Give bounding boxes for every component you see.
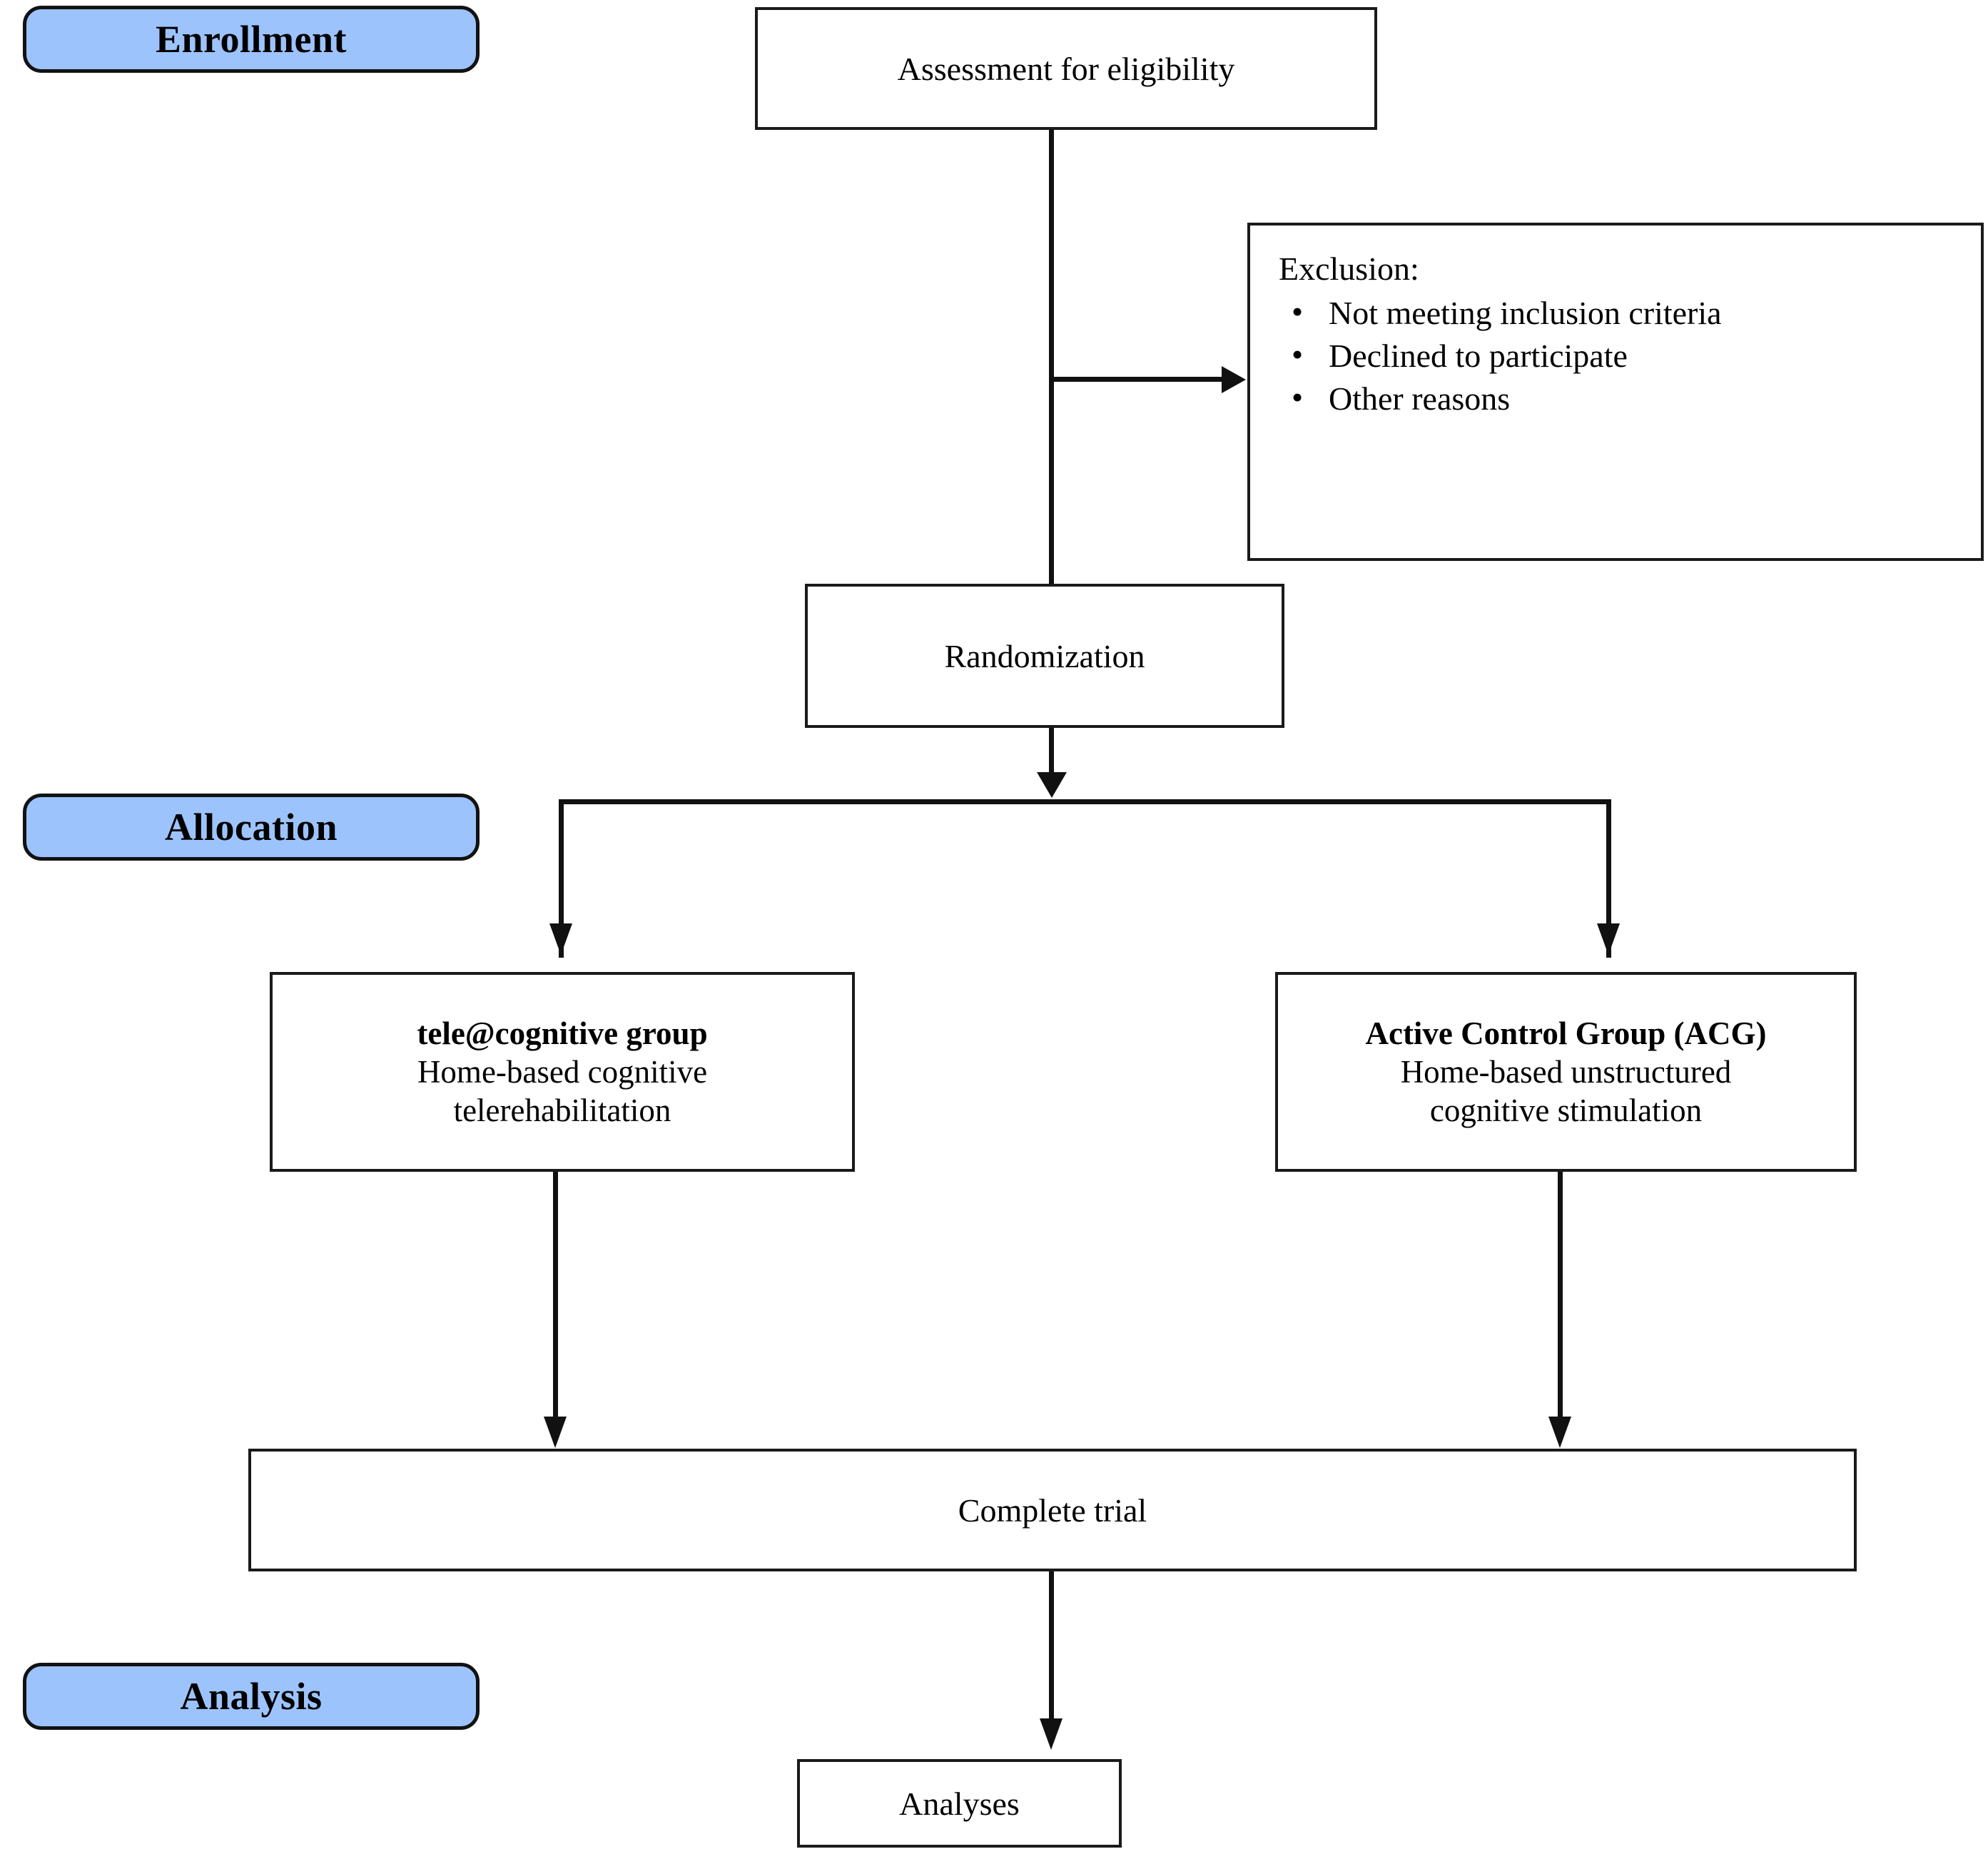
connector-split-to-control (1606, 799, 1611, 958)
exclusion-reason-item: • Not meeting inclusion criteria (1279, 292, 1952, 335)
control-group-desc-line1: Home-based unstructured (1400, 1054, 1732, 1090)
stage-label-allocation: Allocation (23, 794, 480, 861)
exclusion-reason-text: Not meeting inclusion criteria (1329, 295, 1722, 331)
node-control-group: Active Control Group (ACG) Home-based un… (1275, 972, 1857, 1172)
node-randomization-label: Randomization (944, 637, 1145, 674)
exclusion-reason-text: Declined to participate (1329, 337, 1628, 374)
node-assessment-label: Assessment for eligibility (897, 50, 1235, 87)
stage-label-enrollment-text: Enrollment (155, 18, 347, 61)
connector-intervention-to-complete-trial (553, 1172, 558, 1418)
node-randomization: Randomization (805, 584, 1284, 728)
connector-allocation-split-bar (559, 799, 1611, 804)
connector-control-to-complete-trial (1558, 1172, 1563, 1418)
arrow-intervention-to-complete-trial (544, 1417, 567, 1448)
node-exclusion: Exclusion: • Not meeting inclusion crite… (1247, 223, 1984, 561)
stage-label-analysis-text: Analysis (180, 1675, 323, 1718)
connector-randomization-to-split (1049, 728, 1054, 774)
node-intervention-group: tele@cognitive group Home-based cognitiv… (270, 972, 855, 1172)
exclusion-reason-text: Other reasons (1329, 380, 1511, 417)
stage-label-analysis: Analysis (23, 1663, 480, 1730)
exclusion-reason-item: • Declined to participate (1279, 335, 1952, 378)
node-analyses-label: Analyses (899, 1785, 1020, 1822)
node-complete-trial-label: Complete trial (958, 1491, 1147, 1529)
control-group-desc-line2: cognitive stimulation (1429, 1093, 1703, 1128)
arrow-complete-trial-to-analyses (1040, 1718, 1063, 1750)
exclusion-title: Exclusion: (1279, 250, 1419, 287)
connector-split-to-intervention (559, 799, 564, 958)
node-assessment-for-eligibility: Assessment for eligibility (755, 7, 1377, 130)
connector-branch-to-exclusion (1049, 377, 1223, 382)
connector-complete-trial-to-analyses (1049, 1571, 1054, 1730)
exclusion-reason-item: • Other reasons (1279, 378, 1952, 420)
intervention-group-desc-line2: telerehabilitation (453, 1093, 671, 1128)
arrow-to-control-group (1597, 923, 1620, 955)
intervention-group-title: tele@cognitive group (417, 1015, 708, 1051)
stage-label-enrollment: Enrollment (23, 6, 480, 73)
bullet-icon: • (1292, 293, 1304, 330)
node-complete-trial: Complete trial (248, 1449, 1857, 1571)
control-group-title: Active Control Group (ACG) (1365, 1015, 1767, 1051)
node-analyses: Analyses (797, 1759, 1122, 1848)
connector-assessment-to-randomization (1049, 130, 1054, 585)
bullet-icon: • (1292, 335, 1304, 373)
arrow-to-intervention-group (549, 923, 572, 955)
exclusion-reason-list: • Not meeting inclusion criteria • Decli… (1279, 292, 1952, 420)
arrow-to-exclusion (1222, 366, 1246, 393)
bullet-icon: • (1292, 378, 1304, 415)
arrow-randomization-to-split (1037, 772, 1067, 798)
intervention-group-desc-line1: Home-based cognitive (417, 1054, 708, 1090)
arrow-control-to-complete-trial (1548, 1417, 1571, 1448)
stage-label-allocation-text: Allocation (165, 806, 338, 849)
